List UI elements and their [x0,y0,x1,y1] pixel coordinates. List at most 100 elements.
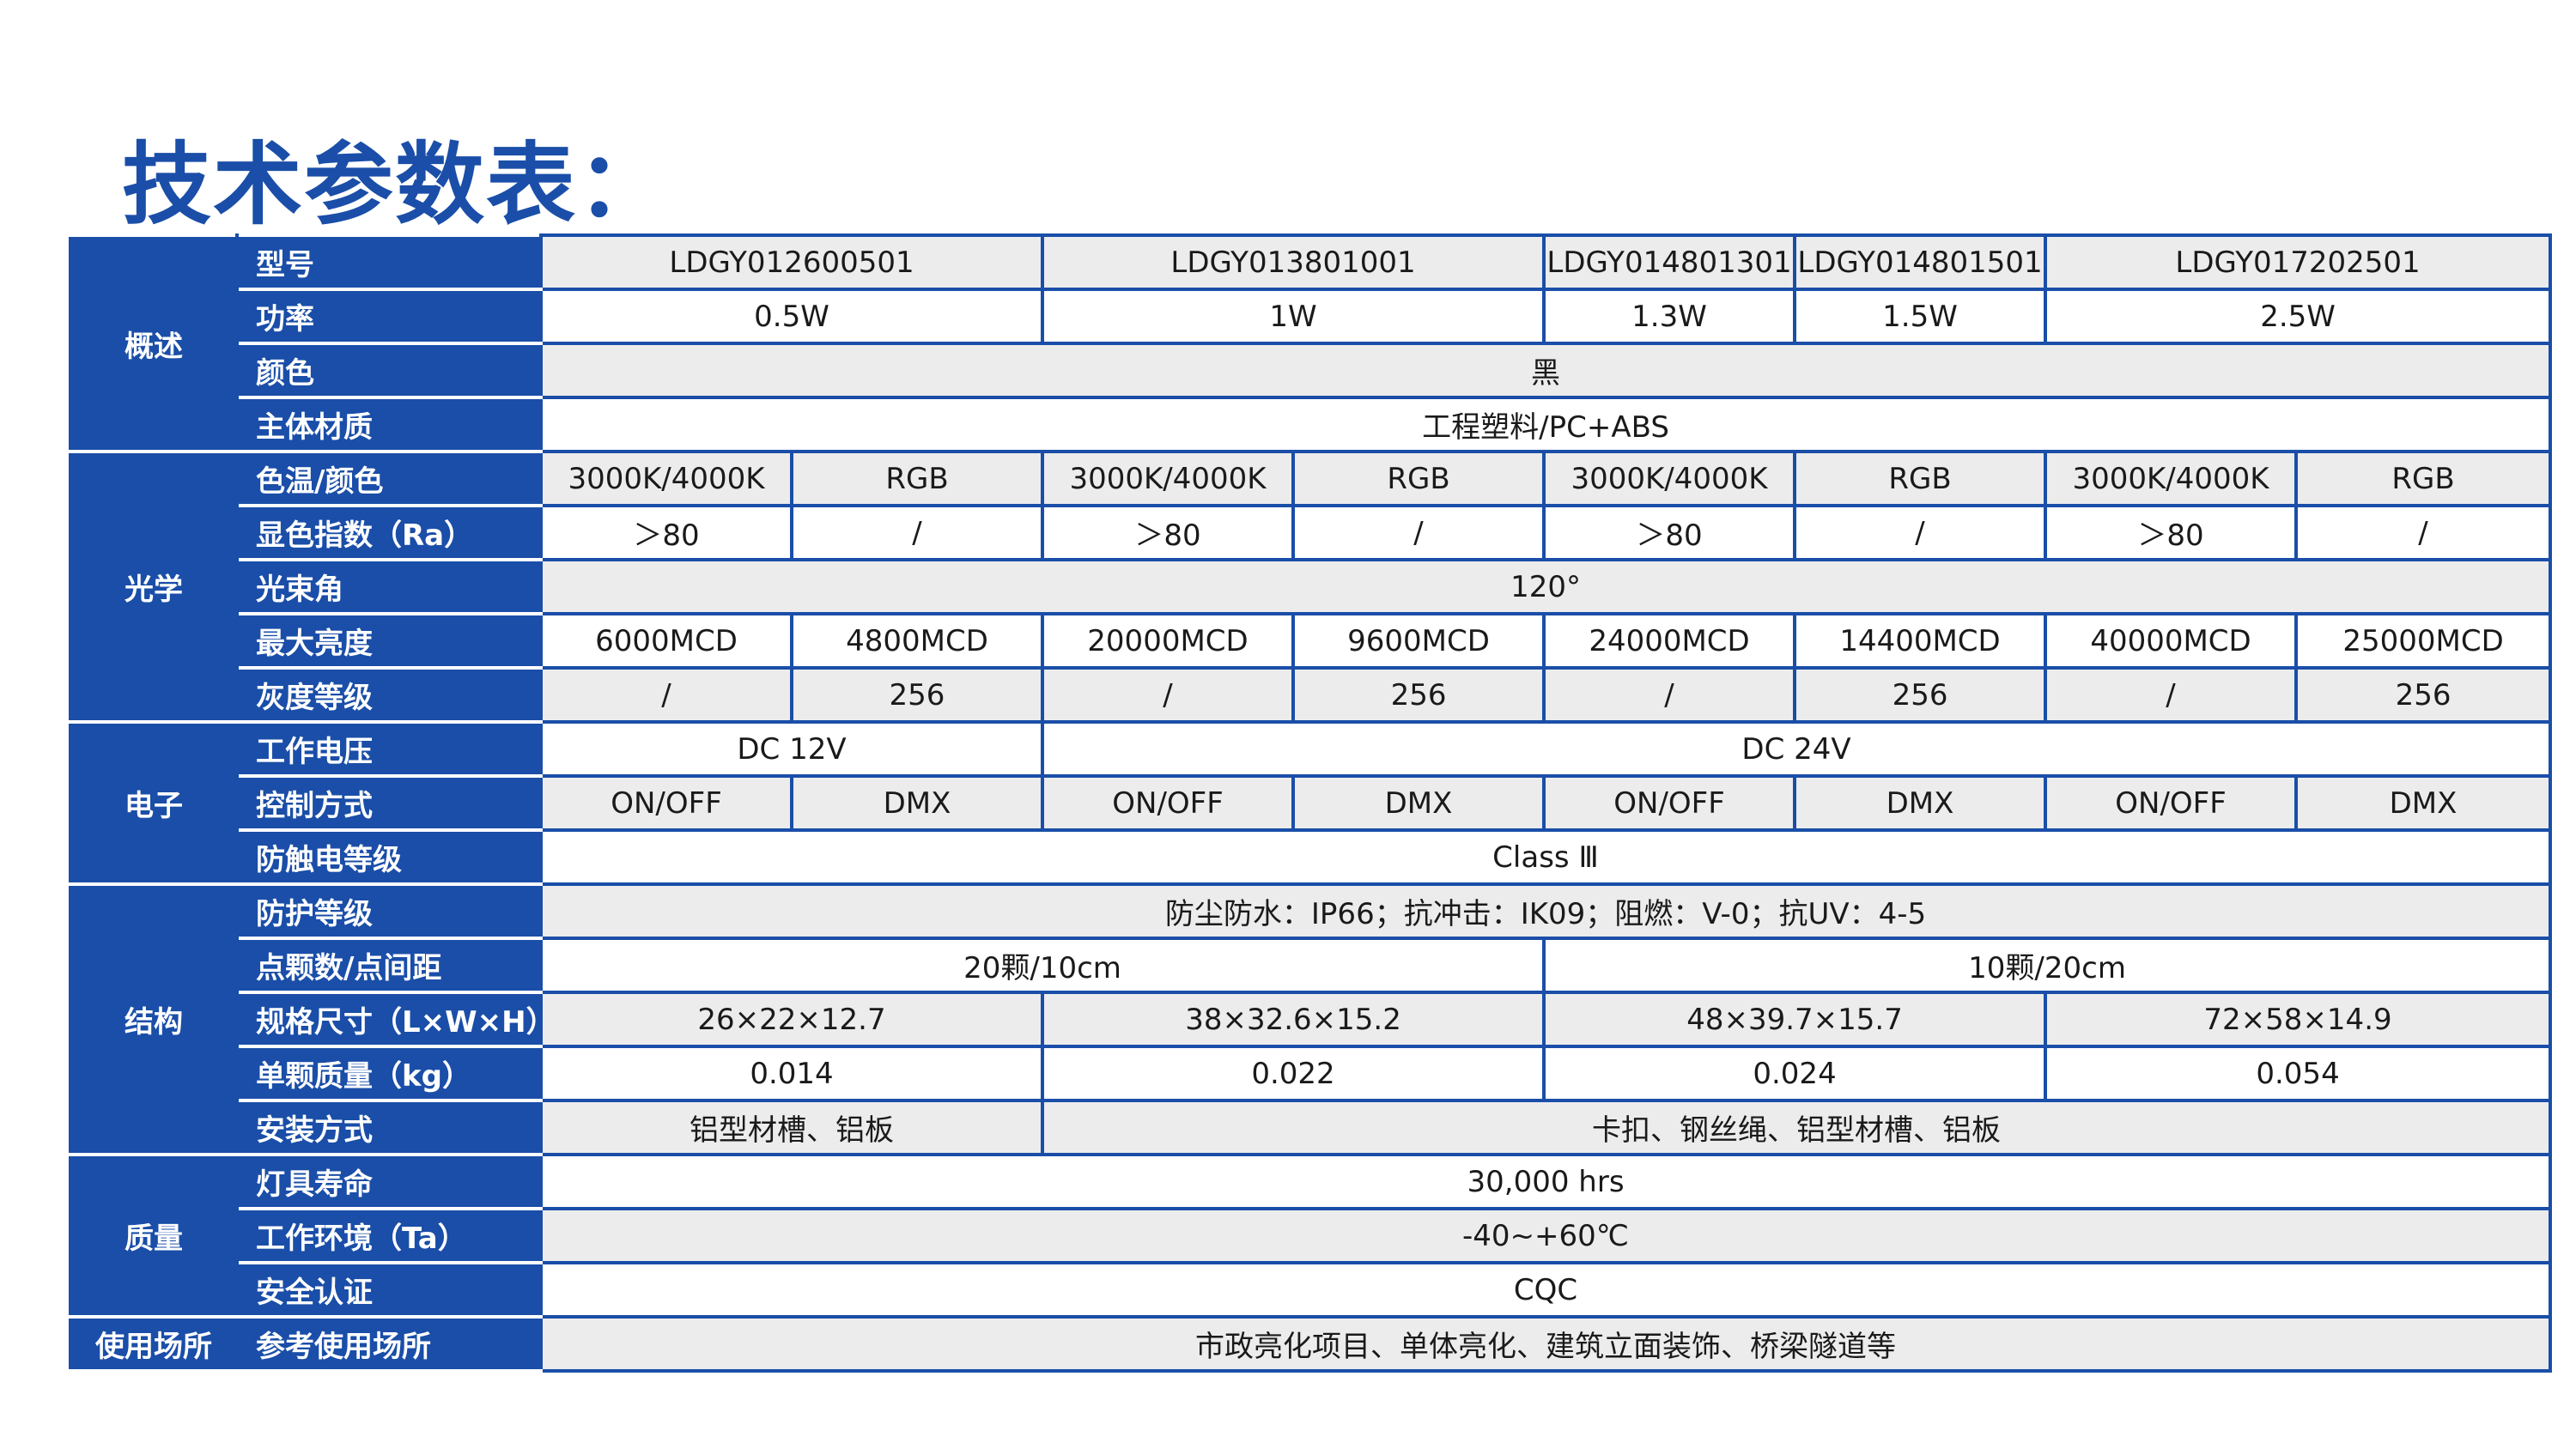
cell-control: ON/OFF [2044,774,2299,832]
table-row: 颜色 黑 [70,342,2553,399]
cell-voltage-24v: DC 24V [1041,720,2553,778]
cell-max-brightness: 4800MCD [789,612,1045,670]
cell-dimensions: 38×32.6×15.2 [1041,991,1546,1048]
table-row: 最大亮度 6000MCD 4800MCD 20000MCD 9600MCD 24… [70,612,2553,670]
cell-color-temp: RGB [2294,450,2553,507]
row-label-protection: 防护等级 [235,882,543,940]
row-label-body-material: 主体材质 [235,396,543,453]
cell-gray-level: 256 [1291,666,1546,724]
cell-model-1: LDGY012600501 [538,233,1045,291]
cell-control: DMX [789,774,1045,832]
cell-pitch-2: 10颗/20cm [1542,937,2553,994]
cell-power-2: 1W [1041,288,1546,345]
category-quality: 质量 [69,1153,239,1319]
cell-protection: 防尘防水：IP66；抗冲击：IK09；阻燃：V-0；抗UV：4-5 [538,882,2553,940]
cell-color: 黑 [538,342,2553,399]
cell-color-temp: RGB [1793,450,2048,507]
cell-model-4: LDGY014801501 [1793,233,2048,291]
category-application: 使用场所 [69,1315,239,1373]
cell-power-5: 2.5W [2044,288,2553,345]
cell-body-material: 工程塑料/PC+ABS [538,396,2553,453]
row-label-environment: 工作环境（Ta） [235,1207,543,1264]
row-label-shock-class: 防触电等级 [235,828,543,886]
cell-model-2: LDGY013801001 [1041,233,1546,291]
cell-max-brightness: 25000MCD [2294,612,2553,670]
table-row: 工作环境（Ta） -40~+60℃ [70,1207,2553,1264]
category-overview: 概述 [69,233,239,453]
cell-control: DMX [1793,774,2048,832]
table-row: 结构 防护等级 防尘防水：IP66；抗冲击：IK09；阻燃：V-0；抗UV：4-… [69,882,2553,1156]
cell-voltage-12v: DC 12V [538,720,1045,778]
cell-weight: 0.024 [1542,1045,2048,1102]
cell-gray-level: 256 [789,666,1045,724]
table-row: 控制方式 ON/OFF DMX ON/OFF DMX ON/OFF DMX ON… [70,774,2553,832]
table-row: 点颗数/点间距 20颗/10cm 10颗/20cm [70,937,2553,994]
row-label-beam-angle: 光束角 [235,558,543,615]
cell-cri: ＞80 [539,504,793,561]
cell-gray-level: / [2044,666,2299,724]
page-title: 技术参数表： [122,132,669,237]
cell-lifespan: 30,000 hrs [538,1153,2553,1210]
cell-cri: / [789,504,1045,561]
cell-dimensions: 48×39.7×15.7 [1542,991,2048,1048]
cell-max-brightness: 24000MCD [1542,612,1797,670]
cell-max-brightness: 9600MCD [1291,612,1546,670]
cell-cri: / [1793,504,2048,561]
cell-color-temp: 3000K/4000K [1041,450,1296,507]
cell-control: ON/OFF [539,774,793,832]
cell-cri: ＞80 [1542,504,1797,561]
table-row: 使用场所 参考使用场所 市政亮化项目、单体亮化、建筑立面装饰、桥梁隧道等 [69,1315,2553,1373]
row-label-control: 控制方式 [235,774,543,832]
cell-model-5: LDGY017202501 [2044,233,2553,291]
row-label-certification: 安全认证 [235,1261,543,1319]
cell-weight: 0.022 [1041,1045,1546,1102]
cell-color-temp: 3000K/4000K [539,450,793,507]
category-structure: 结构 [69,882,239,1156]
cell-cri: ＞80 [1041,504,1296,561]
cell-gray-level: 256 [2294,666,2553,724]
cell-weight: 0.054 [2044,1045,2553,1102]
table-row: 概述 型号 LDGY012600501 LDGY013801001 LDGY01… [69,233,2553,453]
row-label-lifespan: 灯具寿命 [235,1153,543,1210]
table-row: 电子 工作电压 DC 12V DC 24V [69,720,2553,886]
row-label-power: 功率 [235,288,543,345]
row-label-color-temp: 色温/颜色 [235,450,543,507]
cell-weight: 0.014 [538,1045,1045,1102]
table-row: 质量 灯具寿命 30,000 hrs [69,1153,2553,1319]
cell-color-temp: RGB [1291,450,1546,507]
cell-color-temp: 3000K/4000K [2044,450,2299,507]
cell-gray-level: / [1542,666,1797,724]
row-label-dimensions: 规格尺寸（L×W×H） [235,991,543,1048]
cell-power-1: 0.5W [538,288,1045,345]
cell-dimensions: 26×22×12.7 [538,991,1045,1048]
cell-dimensions: 72×58×14.9 [2044,991,2553,1048]
spec-table: 概述 型号 LDGY012600501 LDGY013801001 LDGY01… [69,233,2553,1373]
cell-model-3: LDGY014801301 [1542,233,1797,291]
cell-cri: ＞80 [2044,504,2299,561]
cell-control: ON/OFF [1041,774,1296,832]
row-label-application: 参考使用场所 [235,1315,543,1373]
table-row: 主体材质 工程塑料/PC+ABS [70,396,2553,453]
cell-color-temp: RGB [789,450,1045,507]
cell-max-brightness: 20000MCD [1041,612,1296,670]
row-label-model: 型号 [235,233,543,291]
row-label-cri: 显色指数（Ra） [235,504,543,561]
cell-gray-level: / [539,666,793,724]
row-label-gray-level: 灰度等级 [235,666,543,724]
cell-power-3: 1.3W [1542,288,1797,345]
table-row: 安装方式 铝型材槽、铝板 卡扣、钢丝绳、铝型材槽、铝板 [70,1099,2553,1156]
table-row: 规格尺寸（L×W×H） 26×22×12.7 38×32.6×15.2 48×3… [70,991,2553,1048]
row-label-color: 颜色 [235,342,543,399]
cell-beam-angle: 120° [538,558,2553,615]
cell-control: ON/OFF [1542,774,1797,832]
table-row: 单颗质量（kg） 0.014 0.022 0.024 0.054 [70,1045,2553,1102]
cell-power-4: 1.5W [1793,288,2048,345]
row-label-installation: 安装方式 [235,1099,543,1156]
cell-cri: / [2294,504,2553,561]
cell-max-brightness: 40000MCD [2044,612,2299,670]
cell-cri: / [1291,504,1546,561]
row-label-max-brightness: 最大亮度 [235,612,543,670]
table-row: 光束角 120° [70,558,2553,615]
table-row: 防触电等级 Class Ⅲ [70,828,2553,886]
table-row: 安全认证 CQC [70,1261,2553,1319]
